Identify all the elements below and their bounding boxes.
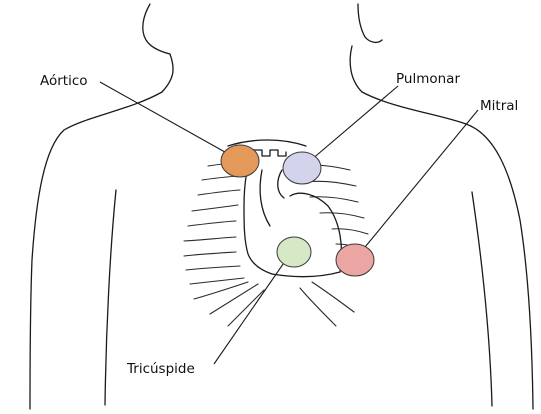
aortic-leader bbox=[99, 81, 233, 157]
leader-lines bbox=[99, 81, 479, 365]
heart-auricle bbox=[277, 169, 285, 199]
neck-right bbox=[349, 45, 363, 93]
sternum-top bbox=[227, 139, 307, 147]
right-shoulder-arm bbox=[361, 91, 534, 410]
mitral-leader bbox=[355, 109, 479, 259]
aortic-site bbox=[220, 144, 260, 178]
aortic-label: Aórtico bbox=[40, 73, 88, 89]
heart-septum bbox=[259, 169, 271, 227]
head-left-contour bbox=[142, 3, 171, 55]
pulmonary-site bbox=[282, 151, 322, 185]
pulmonary-label: Pulmonar bbox=[396, 71, 460, 87]
site-labels: Aórtico Pulmonar Mitral Tricúspide bbox=[40, 71, 518, 377]
head-right-contour bbox=[357, 3, 383, 44]
tricuspid-leader bbox=[213, 253, 291, 365]
mitral-label: Mitral bbox=[480, 98, 518, 114]
tricuspid-site bbox=[276, 236, 312, 268]
left-shoulder-arm bbox=[29, 91, 163, 410]
left-ribs bbox=[183, 162, 265, 327]
mitral-site bbox=[335, 243, 375, 277]
auscultation-sites bbox=[220, 144, 375, 277]
neck-left bbox=[161, 53, 174, 93]
body-outline bbox=[29, 3, 534, 410]
pulmonary-leader bbox=[303, 85, 399, 167]
tricuspid-label: Tricúspide bbox=[126, 361, 195, 377]
great-vessels bbox=[253, 149, 287, 157]
left-inner-arm bbox=[104, 189, 117, 406]
heart-base bbox=[271, 271, 341, 278]
right-inner-arm bbox=[471, 191, 493, 407]
